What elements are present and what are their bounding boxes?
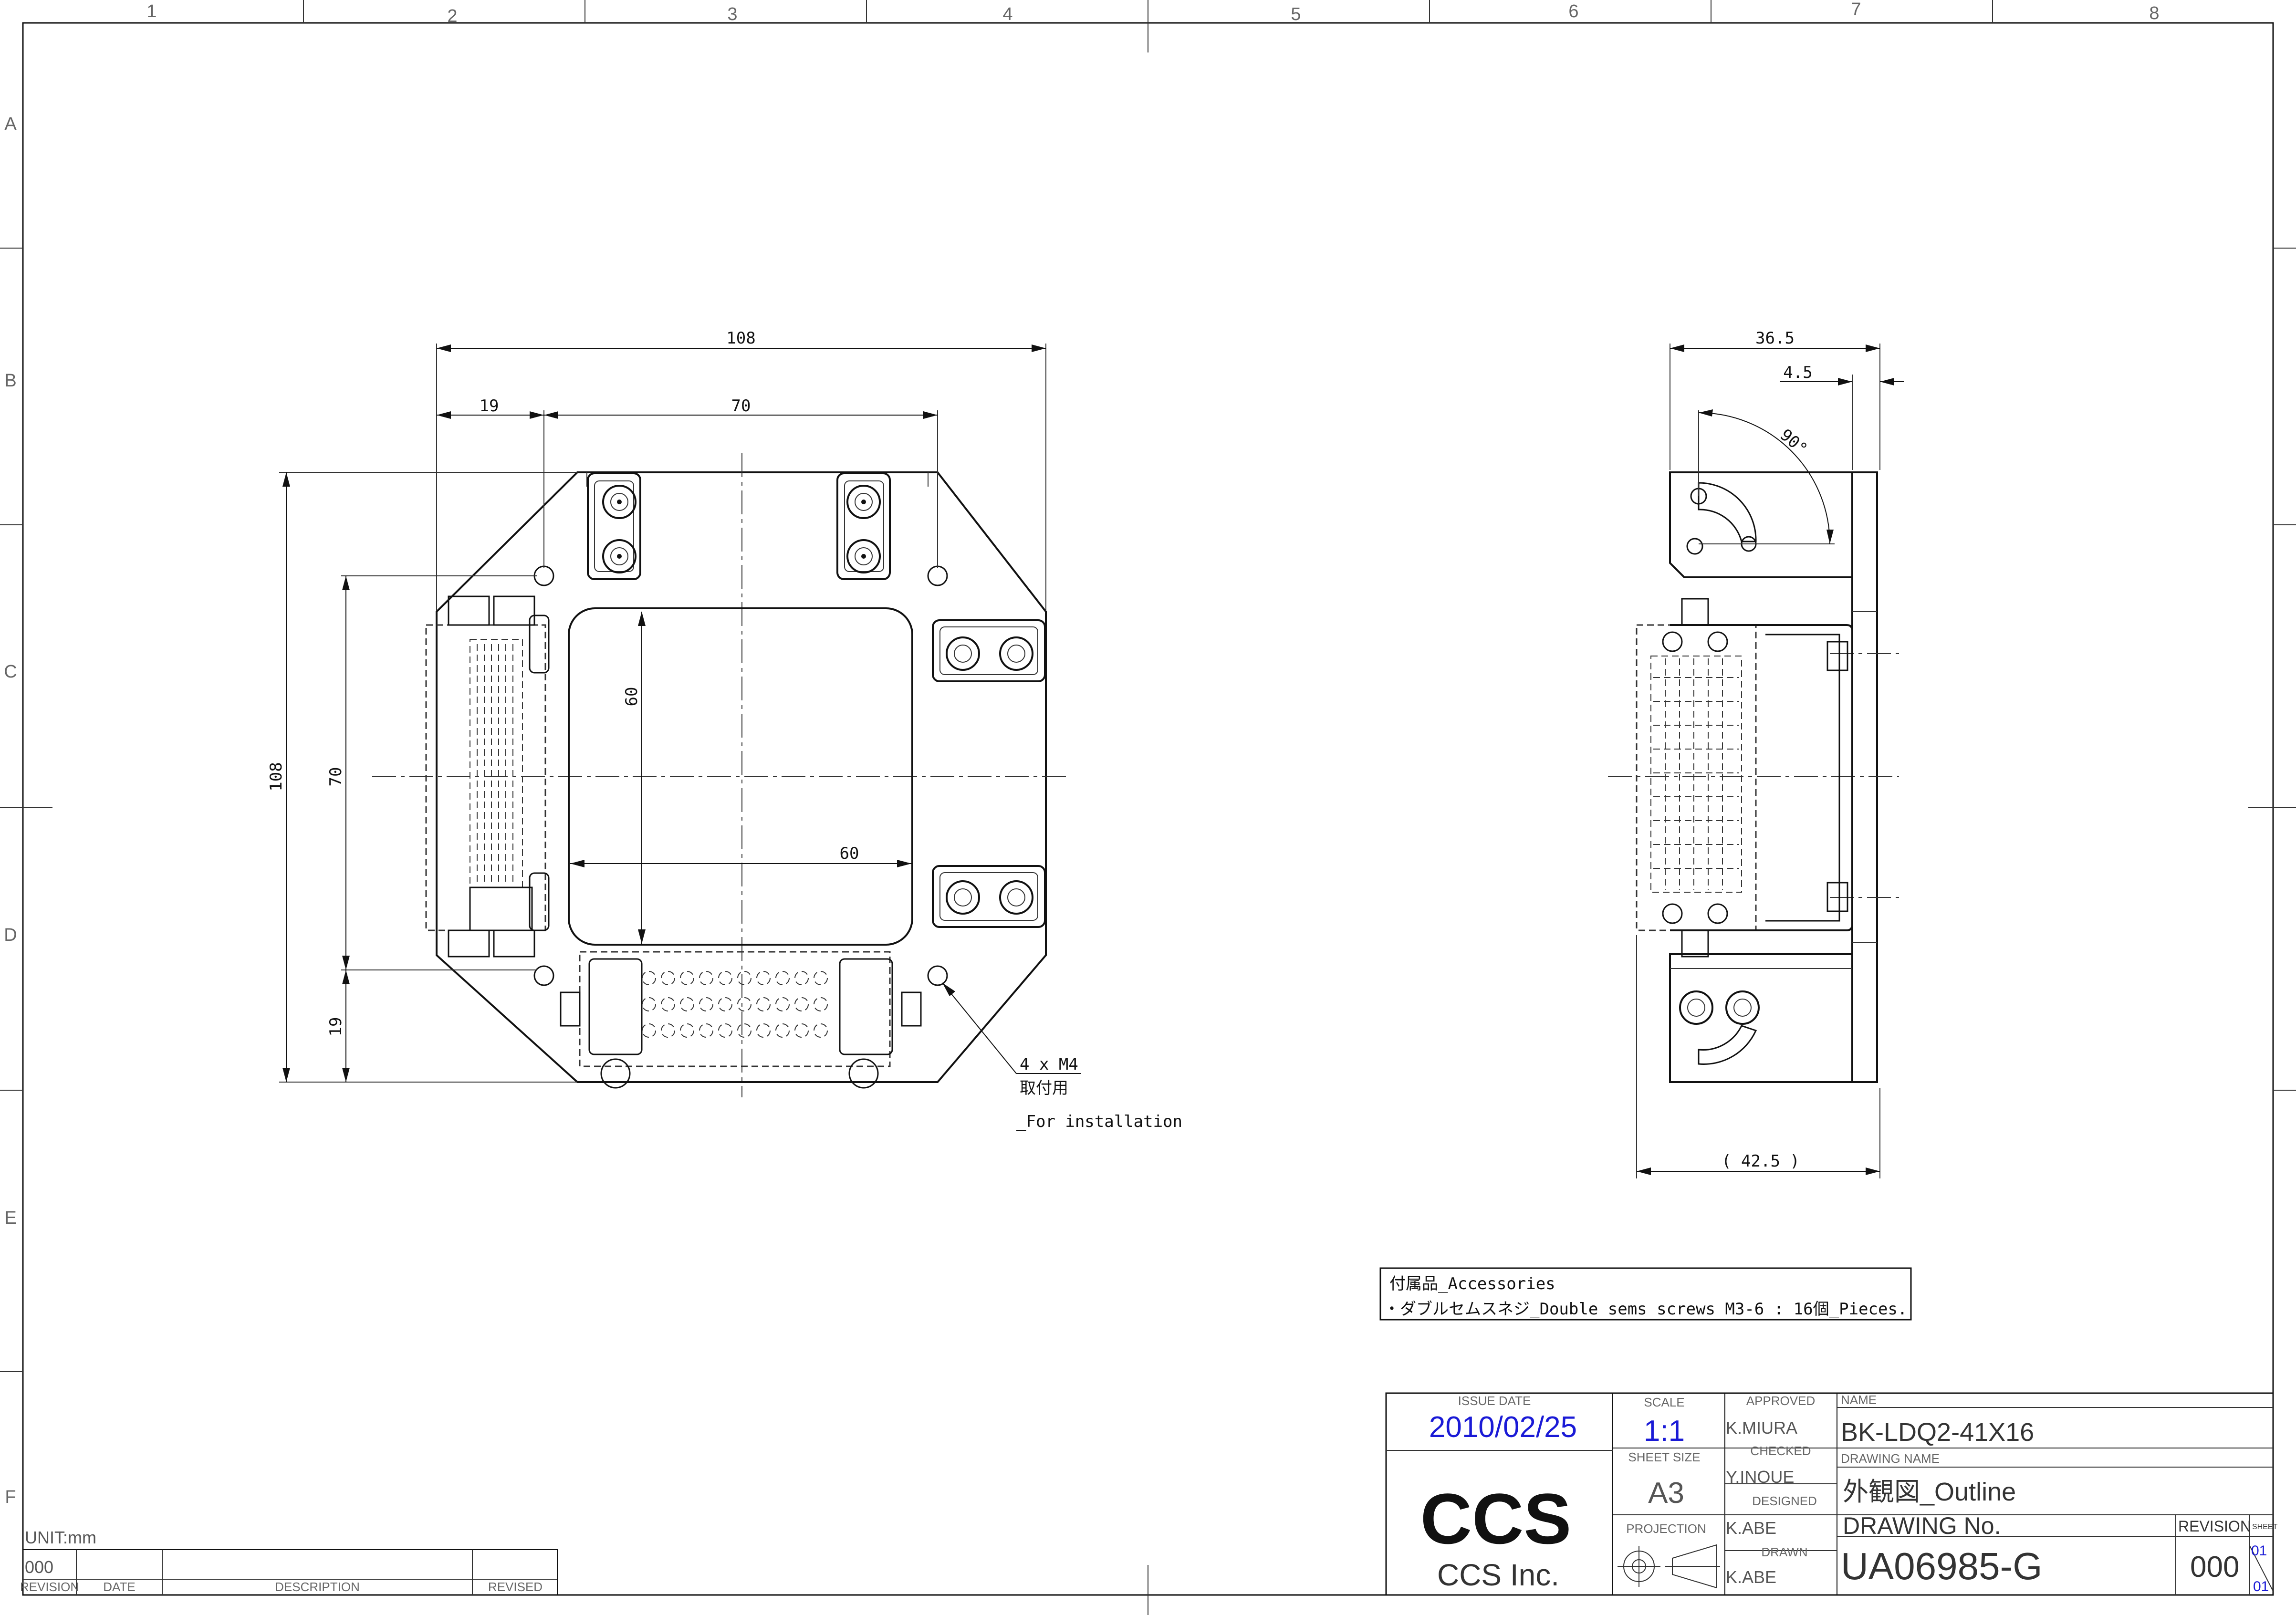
zone-row-c: C <box>4 662 17 682</box>
rev-header-revision: REVISION <box>20 1580 79 1594</box>
front-bracket-right-upper <box>932 619 1046 682</box>
zone-row-d: D <box>4 925 17 945</box>
dim-side-overall: ( 42.5 ) <box>1636 935 1880 1178</box>
drawn-label: DRAWN <box>1761 1545 1807 1559</box>
dim-hole-pitch-x-label: 70 <box>731 396 751 416</box>
callout-line1: 4 x M4 <box>1020 1055 1078 1074</box>
zone-col-4: 4 <box>1002 4 1012 24</box>
dim-window-height-label: 60 <box>622 687 641 707</box>
projection-label: PROJECTION <box>1626 1521 1706 1536</box>
sheet-number: 01 <box>2251 1543 2267 1559</box>
title-block: ISSUE DATE 2010/02/25 SCALE 1:1 SHEET SI… <box>1385 1392 2278 1596</box>
rev-header-description: DESCRIPTION <box>275 1580 360 1594</box>
unit-label: UNIT:mm <box>25 1528 96 1547</box>
company-logo: CCS <box>1420 1479 1572 1559</box>
scale-value: 1:1 <box>1644 1415 1685 1448</box>
drawing-no-value: UA06985-G <box>1841 1545 2042 1587</box>
company-name: CCS Inc. <box>1437 1558 1559 1592</box>
dim-side-depth: 36.5 <box>1670 329 1880 470</box>
zone-labels: 1 2 3 4 5 6 7 8 A B C D E F <box>4 0 2159 1507</box>
approved-by: K.MIURA <box>1726 1418 1797 1438</box>
dim-window-width: 60 <box>570 844 911 867</box>
dim-front-height: 108 <box>267 472 577 1083</box>
front-bracket-top-right <box>836 472 891 580</box>
zone-col-5: 5 <box>1291 4 1301 24</box>
callout-line2: 取付用 <box>1020 1079 1068 1098</box>
dim-plate-label: 4.5 <box>1783 363 1812 382</box>
dim-angle-label: 90° <box>1776 426 1811 459</box>
drawn-by: K.ABE <box>1726 1567 1776 1587</box>
front-mount-holes <box>533 565 948 986</box>
zone-col-6: 6 <box>1568 1 1578 21</box>
dim-front-width: 108 <box>436 329 1046 611</box>
front-bracket-top-left <box>587 472 641 580</box>
designed-label: DESIGNED <box>1752 1494 1817 1508</box>
callout-line3: _For installation <box>1016 1112 1182 1131</box>
side-connector <box>1636 598 1853 958</box>
rev-header-date: DATE <box>103 1580 135 1594</box>
dim-width-label: 108 <box>726 329 755 348</box>
side-bracket-top <box>1669 471 1853 578</box>
zone-row-f: F <box>5 1487 16 1507</box>
issue-date-label: ISSUE DATE <box>1458 1394 1531 1408</box>
sheet-size-value: A3 <box>1648 1477 1684 1510</box>
front-bracket-right-lower <box>932 865 1046 928</box>
revision-value-tb: 000 <box>2190 1551 2239 1584</box>
rev-header-revised: REVISED <box>488 1580 543 1594</box>
zone-col-8: 8 <box>2149 3 2159 23</box>
side-view: 36.5 4.5 90° ( 42.5 ) <box>1608 329 1904 1178</box>
sheet-total: 01 <box>2253 1579 2269 1594</box>
zone-row-e: E <box>4 1208 16 1228</box>
name-value: BK-LDQ2-41X16 <box>1841 1418 2034 1447</box>
zone-col-1: 1 <box>146 1 157 21</box>
designed-by: K.ABE <box>1726 1518 1776 1538</box>
side-bracket-bottom <box>1669 953 1853 1083</box>
revision-block: UNIT:mm 000 REVISION DATE DESCRIPTION RE… <box>20 1528 558 1595</box>
dim-front-hole-pitch-y: 70 19 <box>326 575 537 1082</box>
accessories-title: 付属品_Accessories <box>1389 1274 1555 1293</box>
callout-mount-holes: 4 x M4 取付用 _For installation <box>942 982 1182 1131</box>
name-label: NAME <box>1841 1393 1877 1407</box>
accessories-item: ・ダブルセムスネジ_Double sems screws M3-6 : 16個_… <box>1384 1300 1907 1319</box>
issue-date-value: 2010/02/25 <box>1429 1411 1577 1444</box>
company-logo-text: CCS <box>1420 1479 1572 1559</box>
checked-label: CHECKED <box>1750 1444 1811 1458</box>
projection-symbol-icon <box>1618 1544 1720 1589</box>
dim-overall-label: ( 42.5 ) <box>1722 1152 1800 1171</box>
approved-label: APPROVED <box>1746 1394 1816 1408</box>
front-connector-left <box>425 595 550 958</box>
dim-height-label: 108 <box>267 762 286 791</box>
dim-left-offset-label: 19 <box>480 396 499 416</box>
dim-window-height: 60 <box>622 612 646 944</box>
zone-row-b: B <box>4 371 16 391</box>
front-connector-bottom <box>560 951 922 1089</box>
drawing-no-label: DRAWING No. <box>1843 1512 2001 1539</box>
drawing-name-label: DRAWING NAME <box>1841 1451 1940 1466</box>
accessories-note: 付属品_Accessories ・ダブルセムスネジ_Double sems sc… <box>1379 1267 1912 1321</box>
dim-window-width-label: 60 <box>840 844 859 863</box>
dim-side-plate: 4.5 <box>1780 363 1904 470</box>
sheet-label: SHEET <box>2252 1523 2278 1531</box>
checked-by: Y.INOUE <box>1726 1467 1794 1487</box>
front-view: 108 19 70 108 <box>267 329 1182 1131</box>
revision-value: 000 <box>25 1557 53 1577</box>
scale-label: SCALE <box>1644 1395 1684 1409</box>
dim-bottom-offset-label: 19 <box>326 1017 345 1037</box>
zone-row-a: A <box>4 114 17 134</box>
revision-label: REVISION <box>2178 1518 2251 1535</box>
dim-side-angle: 90° <box>1698 409 1835 544</box>
drawing-name-value: 外観図_Outline <box>1843 1478 2016 1506</box>
zone-col-3: 3 <box>727 4 737 24</box>
dim-depth-label: 36.5 <box>1755 329 1795 348</box>
sheet-size-label: SHEET SIZE <box>1628 1450 1700 1464</box>
dim-hole-pitch-y-label: 70 <box>326 767 345 787</box>
zone-col-2: 2 <box>447 6 457 26</box>
dim-front-hole-pitch: 19 70 <box>437 396 938 568</box>
zone-col-7: 7 <box>1851 0 1861 20</box>
